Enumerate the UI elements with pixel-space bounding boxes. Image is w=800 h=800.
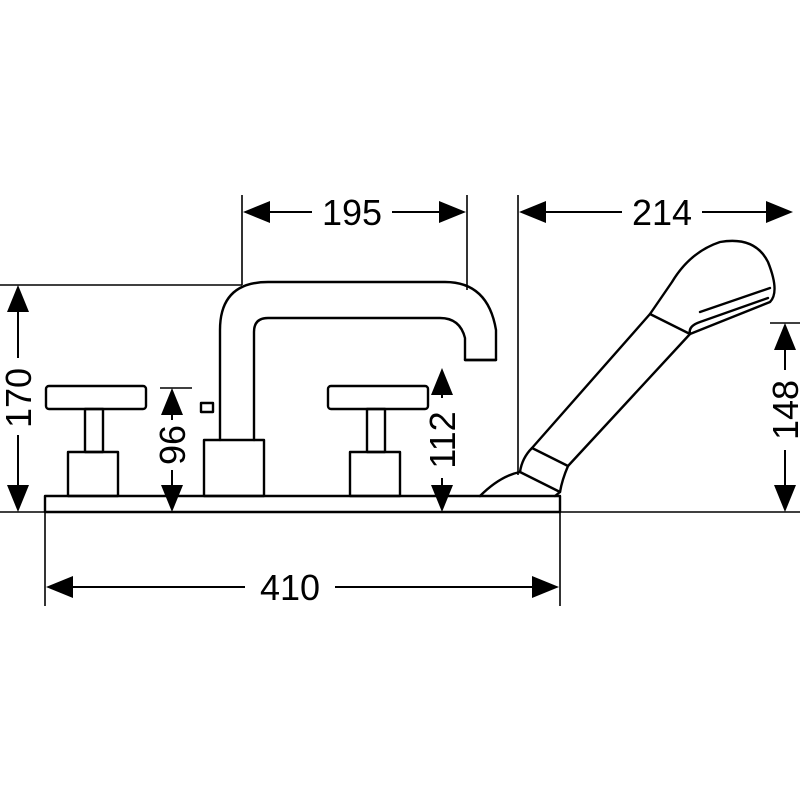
- right-cross-handle: [326, 384, 430, 498]
- dimension-label-148: 148: [765, 380, 800, 440]
- dimension-label-195: 195: [322, 192, 382, 233]
- dimension-spout-outlet-height: 112: [422, 368, 463, 512]
- dimension-total-height: 170: [0, 285, 39, 512]
- deck-plate: [43, 494, 562, 514]
- dimension-hand-shower-height: 148: [765, 323, 800, 512]
- left-cross-handle: [44, 384, 148, 498]
- dimension-label-96: 96: [152, 425, 193, 465]
- dimension-hand-shower-length: 214: [519, 192, 793, 233]
- dimension-label-170: 170: [0, 368, 39, 428]
- hand-shower: [478, 239, 776, 498]
- dimension-label-214: 214: [632, 192, 692, 233]
- spout: [199, 280, 498, 498]
- dimension-spout-width: 195: [243, 192, 466, 233]
- dimension-label-112: 112: [422, 411, 463, 468]
- extension-lines: [0, 195, 800, 606]
- dimension-total-width: 410: [46, 567, 559, 608]
- dimension-handle-height: 96: [152, 388, 193, 512]
- dimension-label-410: 410: [260, 567, 320, 608]
